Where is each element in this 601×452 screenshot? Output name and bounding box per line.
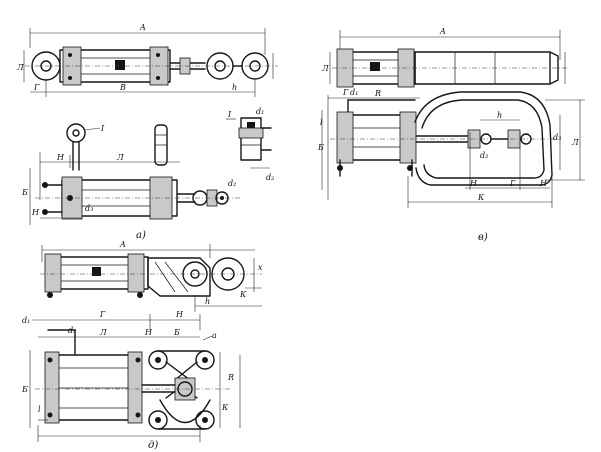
view-v-cylinder-frame: R l Б h d₂ d₃ bbox=[317, 89, 585, 243]
dim-H-a-low: Н bbox=[31, 208, 40, 217]
dim-L-top: Л bbox=[16, 63, 24, 72]
dim-d2-a: d₂ bbox=[228, 179, 236, 188]
dim-l-v: l bbox=[320, 118, 323, 127]
dim-P-top: Г bbox=[33, 83, 40, 92]
dim-R-v: R bbox=[374, 89, 381, 98]
detail-label-I: I bbox=[227, 110, 232, 119]
dim-P-d: Г bbox=[99, 310, 106, 319]
dim-d3-v: d₃ bbox=[553, 133, 561, 142]
dim-d1-detail: d₁ bbox=[256, 107, 264, 116]
dim-K-d: К bbox=[221, 403, 229, 412]
dim-d3-a: d₃ bbox=[85, 204, 93, 213]
dim-A-a: Л bbox=[116, 153, 124, 162]
dim-H-v-1: Н bbox=[469, 179, 478, 188]
view-d-cylinder: d₁ Г Н d₃ Л Н Б bbox=[21, 310, 241, 451]
dim-A-top: A bbox=[139, 23, 146, 32]
callout-a: а bbox=[212, 331, 217, 340]
caption-a: а) bbox=[136, 230, 146, 241]
caption-d: д) bbox=[148, 440, 158, 451]
dim-K-v: К bbox=[477, 193, 485, 202]
dim-A-v-side: Л bbox=[571, 138, 579, 147]
view-v-cylinder-top: A Л Г d₁ bbox=[321, 27, 568, 97]
dim-A-d: Л bbox=[99, 328, 107, 337]
view-top-cylinder: A Г B h Л bbox=[16, 23, 278, 97]
view-a-cylinder: I Н Л Б Н d₃ d₂ а) bbox=[21, 123, 240, 241]
view-bracket-cylinder: A x h К bbox=[40, 240, 263, 312]
dim-h-bracket: h bbox=[205, 297, 210, 306]
dim-d1-d: d₁ bbox=[22, 316, 30, 325]
dim-d2-detail: d₂ bbox=[266, 173, 274, 182]
dim-P-v-low: Г bbox=[509, 179, 516, 188]
dim-P-v: Г bbox=[342, 88, 349, 97]
dim-h-v-inner: h bbox=[497, 111, 502, 120]
dim-A-bracket: A bbox=[119, 240, 126, 249]
dim-E-d: Б bbox=[173, 328, 180, 337]
caption-v: в) bbox=[478, 232, 488, 243]
view-detail-I: I d₁ d₂ bbox=[226, 107, 274, 182]
dim-l-d: l bbox=[38, 405, 41, 414]
dim-h-top: h bbox=[232, 83, 237, 92]
dim-H-a: Н bbox=[56, 153, 65, 162]
dim-L-v: Б bbox=[317, 143, 324, 152]
dim-H-v-2: Н bbox=[539, 179, 548, 188]
dim-L-a: Б bbox=[21, 188, 28, 197]
dim-R-d: R bbox=[227, 373, 234, 382]
dim-A-v: A bbox=[439, 27, 446, 36]
dim-B-top: B bbox=[119, 83, 126, 92]
dim-H-d-mid: Н bbox=[144, 328, 153, 337]
callout-I: I bbox=[100, 124, 105, 133]
dim-K-bracket: К bbox=[239, 290, 247, 299]
dim-L-v-top: Л bbox=[321, 64, 329, 73]
dim-x-bracket: x bbox=[258, 263, 263, 272]
dim-d1-v: d₁ bbox=[350, 88, 358, 97]
dim-L-d: Б bbox=[21, 385, 28, 394]
dim-H-d-top: Н bbox=[175, 310, 184, 319]
dim-d2-v: d₂ bbox=[480, 151, 488, 160]
